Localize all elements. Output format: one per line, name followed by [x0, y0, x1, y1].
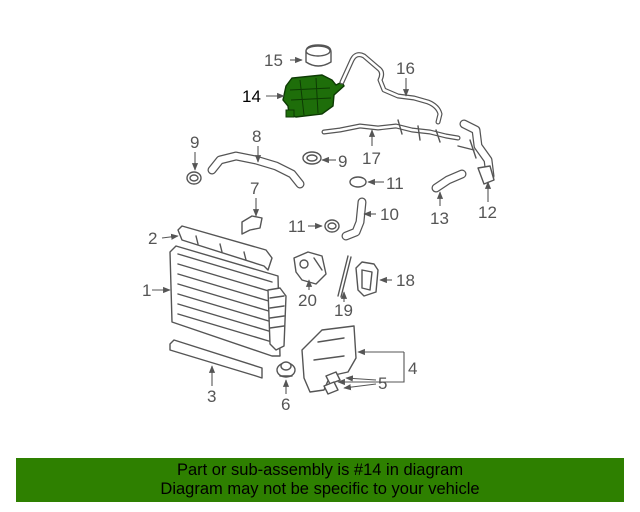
callout-3: 3	[207, 387, 216, 406]
part-9-clamp-right[interactable]	[302, 151, 322, 165]
callout-15: 15	[264, 51, 283, 70]
info-banner: Part or sub-assembly is #14 in diagram D…	[16, 458, 624, 502]
parts-diagram: 15 14 16 17 8 9 9 11 13 12 7 10 11 2 18 …	[142, 44, 497, 414]
callout-16: 16	[396, 59, 415, 78]
part-9-clamp-left[interactable]	[186, 171, 202, 185]
banner-line-1: Part or sub-assembly is #14 in diagram	[176, 461, 464, 479]
part-3-lower-baffle[interactable]	[169, 339, 263, 379]
part-13-hose[interactable]	[431, 169, 467, 193]
callout-labels: 15 14 16 17 8 9 9 11 13 12 7 10 11 2 18 …	[142, 51, 497, 414]
part-15-reservoir-cap[interactable]	[305, 44, 332, 67]
part-16-vent-hose[interactable]	[339, 52, 443, 125]
part-17-hose-assembly[interactable]	[321, 119, 461, 143]
callout-2: 2	[148, 229, 157, 248]
callout-10: 10	[380, 205, 399, 224]
part-4-deflector[interactable]	[301, 325, 357, 393]
part-18-housing[interactable]	[355, 261, 379, 297]
part-6-insulator[interactable]	[276, 361, 296, 378]
callout-9-right: 9	[338, 152, 347, 171]
callout-18: 18	[396, 271, 415, 290]
part-20-thermostat-housing[interactable]	[293, 251, 327, 285]
part-11-clamp-lower[interactable]	[324, 219, 340, 233]
callout-5: 5	[378, 374, 387, 393]
callout-14: 14	[242, 87, 261, 106]
callout-13: 13	[430, 209, 449, 228]
callout-9-left: 9	[190, 133, 199, 152]
callout-12: 12	[478, 203, 497, 222]
callout-1: 1	[142, 281, 151, 300]
callout-11-lower: 11	[288, 217, 306, 236]
part-14-coolant-reservoir[interactable]	[282, 74, 345, 118]
callout-7: 7	[250, 179, 259, 198]
part-2-upper-baffle[interactable]	[177, 225, 273, 271]
part-1-radiator[interactable]	[169, 245, 287, 357]
callout-4: 4	[408, 359, 417, 378]
callout-6: 6	[281, 395, 290, 414]
callout-20: 20	[298, 291, 317, 310]
callout-8: 8	[252, 127, 261, 146]
banner-line-2: Diagram may not be specific to your vehi…	[160, 480, 480, 498]
part-19-rod[interactable]	[337, 255, 352, 298]
leader-lines	[152, 56, 492, 394]
callout-11-upper: 11	[386, 174, 404, 193]
part-7-bracket[interactable]	[241, 215, 263, 235]
part-5-clip-lower[interactable]	[323, 381, 339, 395]
part-11-clamp-upper[interactable]	[349, 176, 367, 188]
part-10-lower-hose[interactable]	[341, 197, 367, 241]
callout-17: 17	[362, 149, 381, 168]
part-12-pipe-assembly[interactable]	[457, 119, 495, 185]
callout-19: 19	[334, 301, 353, 320]
